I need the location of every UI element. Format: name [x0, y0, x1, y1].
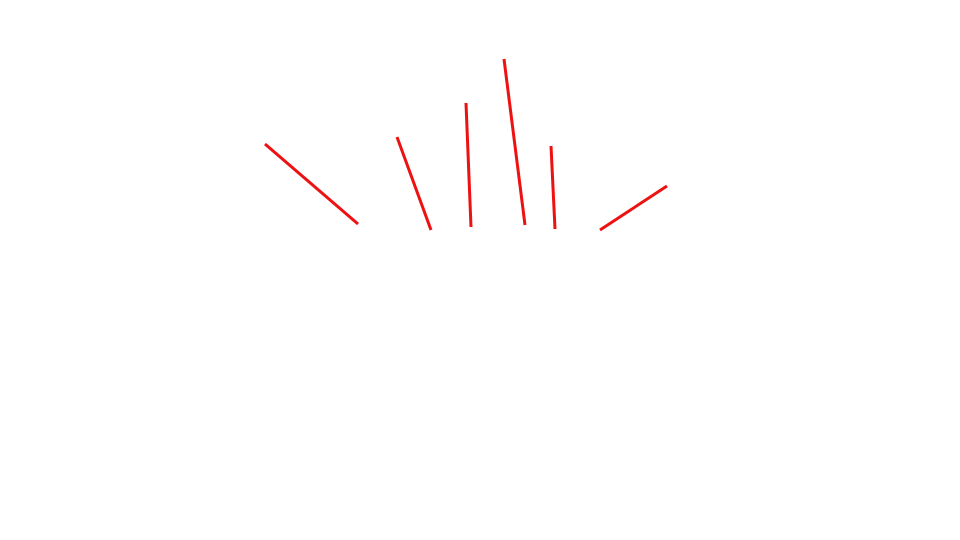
stroke-6 — [599, 184, 668, 232]
stroke-2 — [395, 136, 433, 231]
stroke-1 — [264, 142, 359, 226]
stroke-3 — [464, 102, 473, 228]
stroke-5 — [549, 145, 557, 230]
stroke-4 — [502, 58, 527, 226]
